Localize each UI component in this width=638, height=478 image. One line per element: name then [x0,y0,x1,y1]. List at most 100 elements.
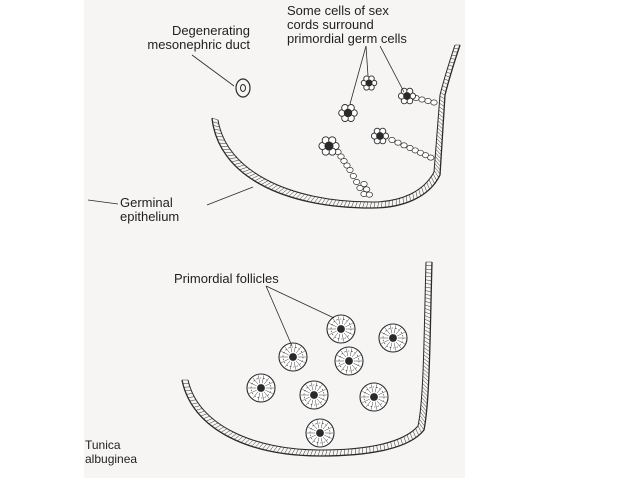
hatch-line [449,61,455,64]
follicle-ray [389,325,393,334]
hatch-line [412,192,415,200]
cord-cell [365,191,373,198]
germ-cell-nucleus [403,92,411,100]
follicle-ray [351,364,358,372]
label-tunica-line-1: Tunica [85,438,121,452]
hatch-line [423,347,430,352]
hatch-line [191,402,199,405]
follicle-ray [263,377,270,385]
oocyte-nucleus [289,353,297,361]
label-epithelium-line-1: Germinal [120,195,173,210]
hatch-line [205,418,213,422]
hatch-line [390,441,393,449]
follicle-ray [370,401,374,410]
hatch-line [239,166,248,171]
hatch-line [437,127,443,133]
follicle-ray [249,389,257,394]
hatch-line [187,396,195,398]
label-epithelium-line-2: epithelium [120,209,180,224]
follicle-ray [302,389,310,394]
follicle-ray [320,437,324,446]
hatch-line [437,120,444,126]
hatch-line [418,422,425,431]
follicle-ray [261,375,265,384]
germ-cell-rosette [318,136,340,156]
hatch-line [299,449,303,456]
follicle-ray [308,427,316,432]
hatch-line [450,58,456,60]
hatch-line [433,170,439,178]
hatch-line [419,418,425,427]
hatch-line [423,340,431,345]
cord-cell [363,186,371,193]
hatch-line [302,449,306,456]
label-degenerating-mesonephric-duct: Degenerating mesonephric duct [100,24,250,52]
hatch-line [193,405,201,408]
sex-cords [334,95,438,198]
follicle-ray [395,327,402,335]
hatch-line [271,184,278,190]
follicle-ray [320,420,324,429]
follicles-pointer-1 [265,285,293,347]
hatch-line [424,301,432,304]
hatch-line [284,189,292,196]
hatch-line [406,434,410,442]
hatch-line [420,404,427,412]
hatch-line [425,286,432,289]
hatch-line [424,304,431,308]
hatch-line [216,136,224,138]
follicle-ray [370,384,374,393]
follicle-ray [305,398,312,406]
hatch-line [438,117,444,122]
hatch-line [213,125,220,128]
primordial-follicle [334,346,364,376]
germ-cell-nucleus [324,141,334,151]
follicle-ray [337,333,341,342]
cord-cell [349,173,357,179]
hatch-line [317,449,321,457]
hatch-line [377,201,379,208]
epithelium-pointer-line [206,186,254,206]
hatch-line [421,400,428,408]
follicle-ray [295,346,302,354]
hatch-line [284,447,289,454]
follicle-ray [345,330,353,335]
label-tunica-line-2: albuginea [85,452,138,466]
follicle-ray [329,330,337,335]
cord-cell [360,181,368,187]
hatch-line [423,354,430,360]
hatch-line [403,436,407,444]
hatch-line [445,75,450,78]
follicle-ray [340,350,347,358]
hatch-line [434,159,441,167]
cord-cell [430,99,438,106]
follicle-ray [305,384,312,392]
oocyte-nucleus [316,429,324,437]
label-primordial-follicles: Primordial follicles [174,272,279,286]
hatch-line [214,424,222,429]
hatch-line [422,368,430,375]
hatch-line [240,437,247,443]
hatch-line [340,449,342,456]
hatch-line [226,154,235,157]
hatch-line [280,447,285,454]
hatch-line [236,164,245,168]
primordial-follicle [378,323,408,353]
follicle-ray [378,391,386,396]
hatch-line [424,326,431,330]
hatch-line [386,442,389,450]
germinal-epithelium-wall-inner [217,44,456,203]
hatch-line [384,201,386,208]
hatch-line [254,176,262,182]
follicle-ray [393,325,397,334]
follicle-ray [261,392,265,401]
cord-cell [427,154,435,161]
hatch-line [229,157,237,160]
follicle-ray [302,396,310,401]
hatch-line [436,141,442,148]
follicle-ray [376,400,383,408]
cord-cell [337,153,345,160]
germ-cell-nucleus [343,108,353,118]
